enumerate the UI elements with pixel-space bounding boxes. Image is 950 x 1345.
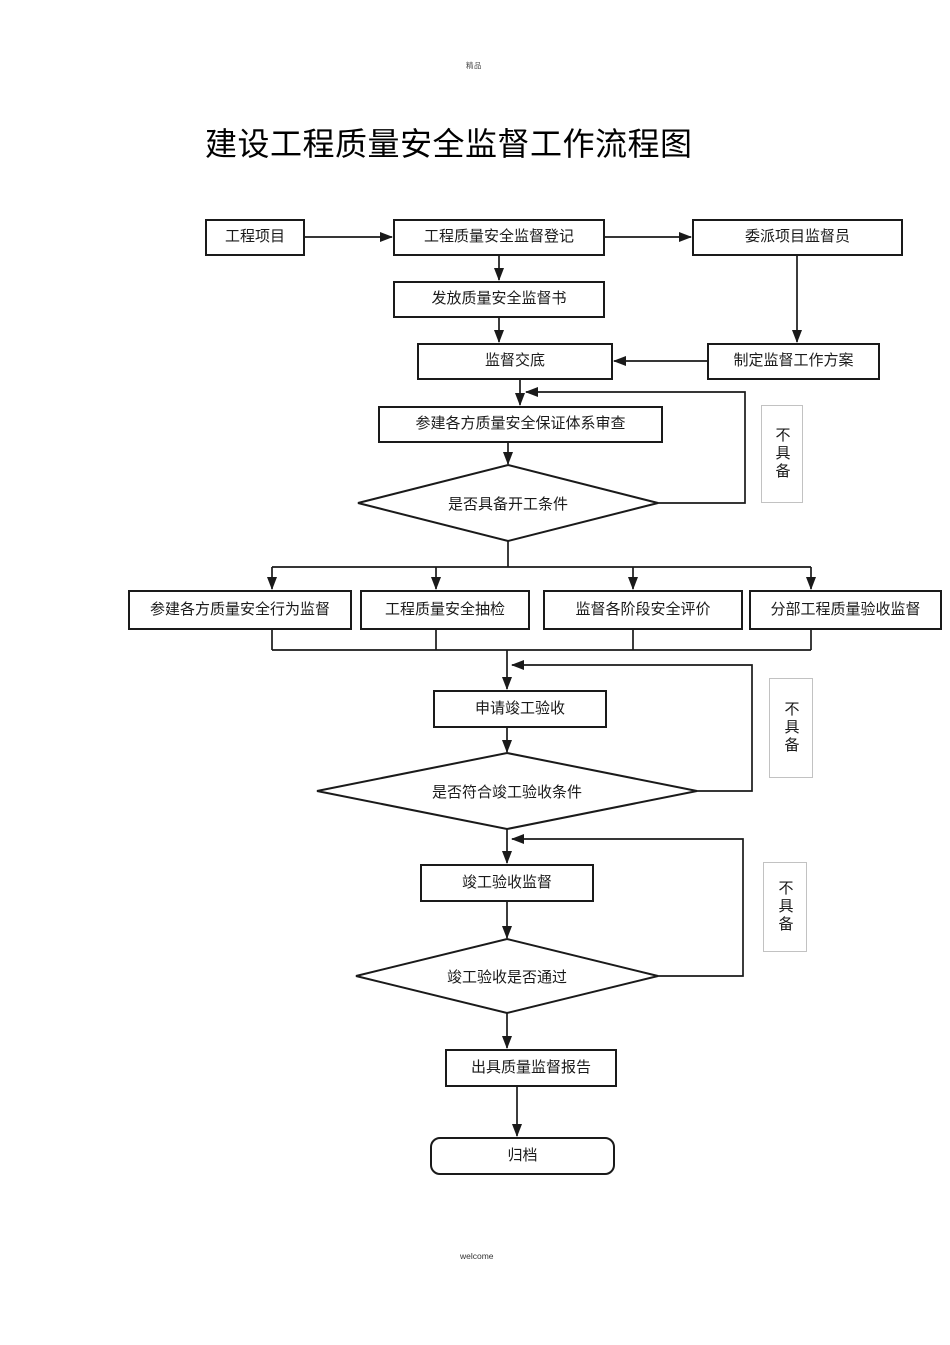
reject-label-acceptance-cond: 不具备 [769,678,813,778]
node-stage-evaluation: 监督各阶段安全评价 [543,590,743,630]
decision-start-shape [357,463,659,543]
watermark-top: 精品 [466,61,482,70]
node-archive: 归档 [430,1137,615,1175]
page-title: 建设工程质量安全监督工作流程图 [205,126,693,162]
watermark-bottom: welcome [460,1251,494,1261]
node-behavior-supervision: 参建各方质量安全行为监督 [128,590,352,630]
node-issue-report: 出具质量监督报告 [445,1049,617,1087]
node-register: 工程质量安全监督登记 [393,219,605,256]
decision-acceptance-pass-shape [355,937,659,1015]
node-division-acceptance: 分部工程质量验收监督 [749,590,942,630]
decision-acceptance-cond-shape [316,751,698,831]
node-acceptance-supervision: 竣工验收监督 [420,864,594,902]
reject-label-start: 不具备 [761,405,803,503]
node-make-plan: 制定监督工作方案 [707,343,880,380]
node-system-review: 参建各方质量安全保证体系审查 [378,406,663,443]
node-issue-letter: 发放质量安全监督书 [393,281,605,318]
node-project: 工程项目 [205,219,305,256]
node-spot-check: 工程质量安全抽检 [360,590,530,630]
node-apply-acceptance: 申请竣工验收 [433,690,607,728]
reject-label-acceptance-pass: 不具备 [763,862,807,952]
node-assign-supervisor: 委派项目监督员 [692,219,903,256]
node-brief: 监督交底 [417,343,613,380]
